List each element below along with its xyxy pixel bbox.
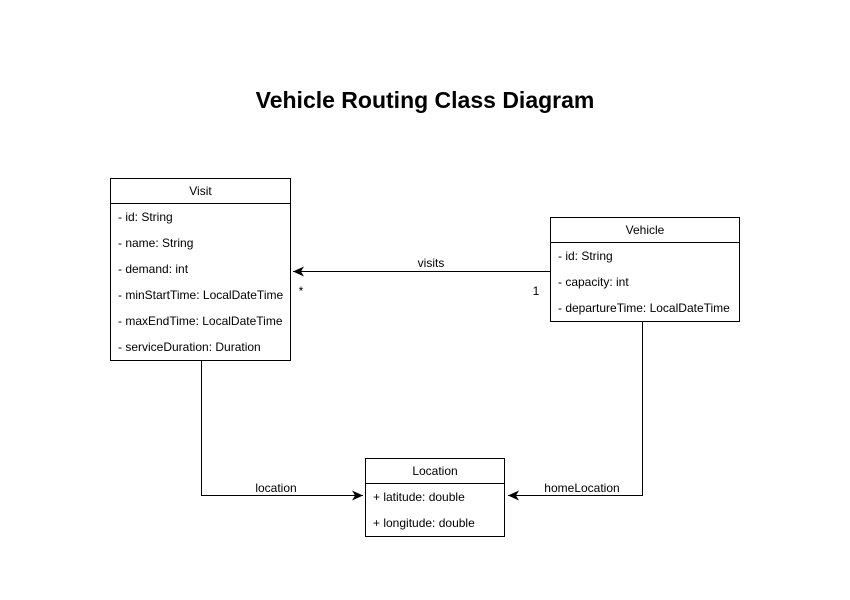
- attribute-row: - id: String: [118, 210, 173, 224]
- attribute-row: - minStartTime: LocalDateTime: [118, 288, 284, 302]
- attribute-row: + latitude: double: [373, 490, 465, 504]
- class-vehicle-attributes: - id: String - capacity: int - departure…: [551, 243, 739, 321]
- attribute-row: - departureTime: LocalDateTime: [558, 301, 730, 315]
- attribute-row: - name: String: [118, 236, 194, 250]
- attribute-row: - serviceDuration: Duration: [118, 340, 261, 354]
- association-location-line: [201, 360, 363, 501]
- attribute-row: - id: String: [558, 249, 613, 263]
- association-location-label: location: [253, 481, 299, 495]
- class-visit: Visit - id: String - name: String - dema…: [110, 178, 291, 361]
- attribute-row: + longitude: double: [373, 516, 475, 530]
- class-visit-name: Visit: [111, 179, 290, 204]
- multiplicity-visits-target: *: [298, 284, 304, 298]
- association-visits-label: visits: [415, 256, 447, 270]
- attribute-row: - capacity: int: [558, 275, 629, 289]
- multiplicity-visits-source: 1: [532, 284, 540, 298]
- class-visit-attributes: - id: String - name: String - demand: in…: [111, 204, 290, 360]
- class-vehicle-name: Vehicle: [551, 218, 739, 243]
- attribute-row: - maxEndTime: LocalDateTime: [118, 314, 283, 328]
- class-location: Location + latitude: double + longitude:…: [365, 458, 505, 537]
- association-home-location-line: [508, 321, 643, 501]
- class-location-attributes: + latitude: double + longitude: double: [366, 484, 504, 536]
- attribute-row: - demand: int: [118, 262, 189, 276]
- diagram-title: Vehicle Routing Class Diagram: [255, 87, 595, 113]
- class-location-name: Location: [366, 459, 504, 484]
- association-home-location-label: homeLocation: [542, 481, 622, 495]
- class-vehicle: Vehicle - id: String - capacity: int - d…: [550, 217, 740, 322]
